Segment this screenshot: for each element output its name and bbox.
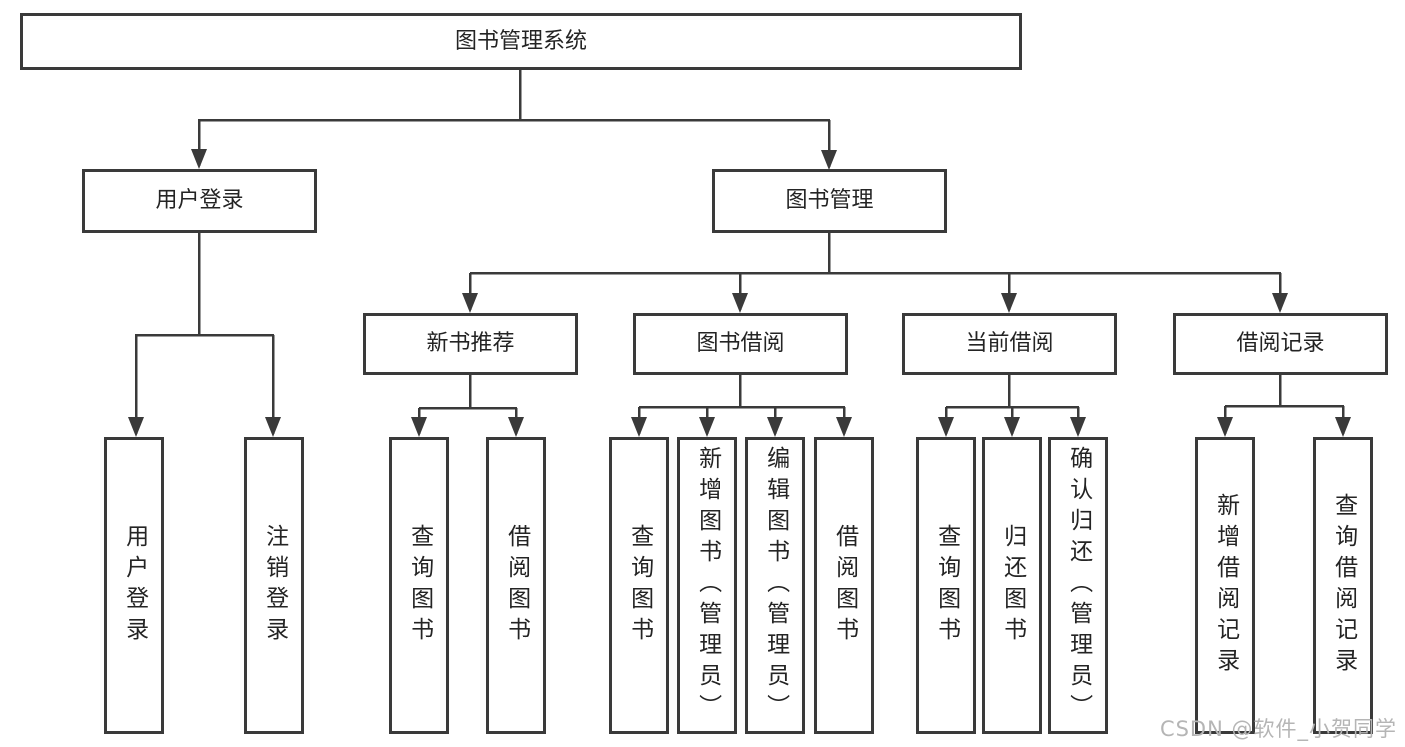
leaf-return-books: 归还图书 <box>982 437 1042 734</box>
leaf-user-login: 用户登录 <box>104 437 164 734</box>
node-user-login: 用户登录 <box>82 169 317 233</box>
leaf-label: 用户登录 <box>121 523 148 648</box>
leaf-label: 查询图书 <box>626 523 653 648</box>
leaf-label: 归还图书 <box>999 523 1026 648</box>
leaf-label: 确认归还（管理员） <box>1065 446 1092 725</box>
leaf-label: 查询图书 <box>406 523 433 648</box>
leaf-label: 新增借阅记录 <box>1212 492 1239 679</box>
node-borrow-records: 借阅记录 <box>1173 313 1388 375</box>
csdn-watermark: CSDN @软件_小贺同学 <box>1159 717 1397 741</box>
leaf-label: 查询图书 <box>933 523 960 648</box>
node-book-borrowing: 图书借阅 <box>633 313 848 375</box>
leaf-query-books-recommend: 查询图书 <box>389 437 449 734</box>
leaf-query-borrow-record: 查询借阅记录 <box>1313 437 1373 734</box>
leaf-label: 查询借阅记录 <box>1330 492 1357 679</box>
leaf-label: 注销登录 <box>261 523 288 648</box>
node-root-system: 图书管理系统 <box>20 13 1022 70</box>
leaf-logout: 注销登录 <box>244 437 304 734</box>
leaf-borrow-books-recommend: 借阅图书 <box>486 437 546 734</box>
arrowheads <box>128 149 1351 437</box>
leaf-add-borrow-record: 新增借阅记录 <box>1195 437 1255 734</box>
leaf-edit-books-admin: 编辑图书（管理员） <box>745 437 805 734</box>
leaf-add-books-admin: 新增图书（管理员） <box>677 437 737 734</box>
leaf-label: 借阅图书 <box>831 523 858 648</box>
leaf-confirm-return-admin: 确认归还（管理员） <box>1048 437 1108 734</box>
leaf-label: 借阅图书 <box>503 523 530 648</box>
node-new-book-recommend: 新书推荐 <box>363 313 578 375</box>
node-current-borrowing: 当前借阅 <box>902 313 1117 375</box>
leaf-query-books-borrow: 查询图书 <box>609 437 669 734</box>
leaf-label: 编辑图书（管理员） <box>762 446 789 725</box>
leaf-borrow-books: 借阅图书 <box>814 437 874 734</box>
leaf-label: 新增图书（管理员） <box>694 446 721 725</box>
node-book-management: 图书管理 <box>712 169 947 233</box>
leaf-query-books-current: 查询图书 <box>916 437 976 734</box>
